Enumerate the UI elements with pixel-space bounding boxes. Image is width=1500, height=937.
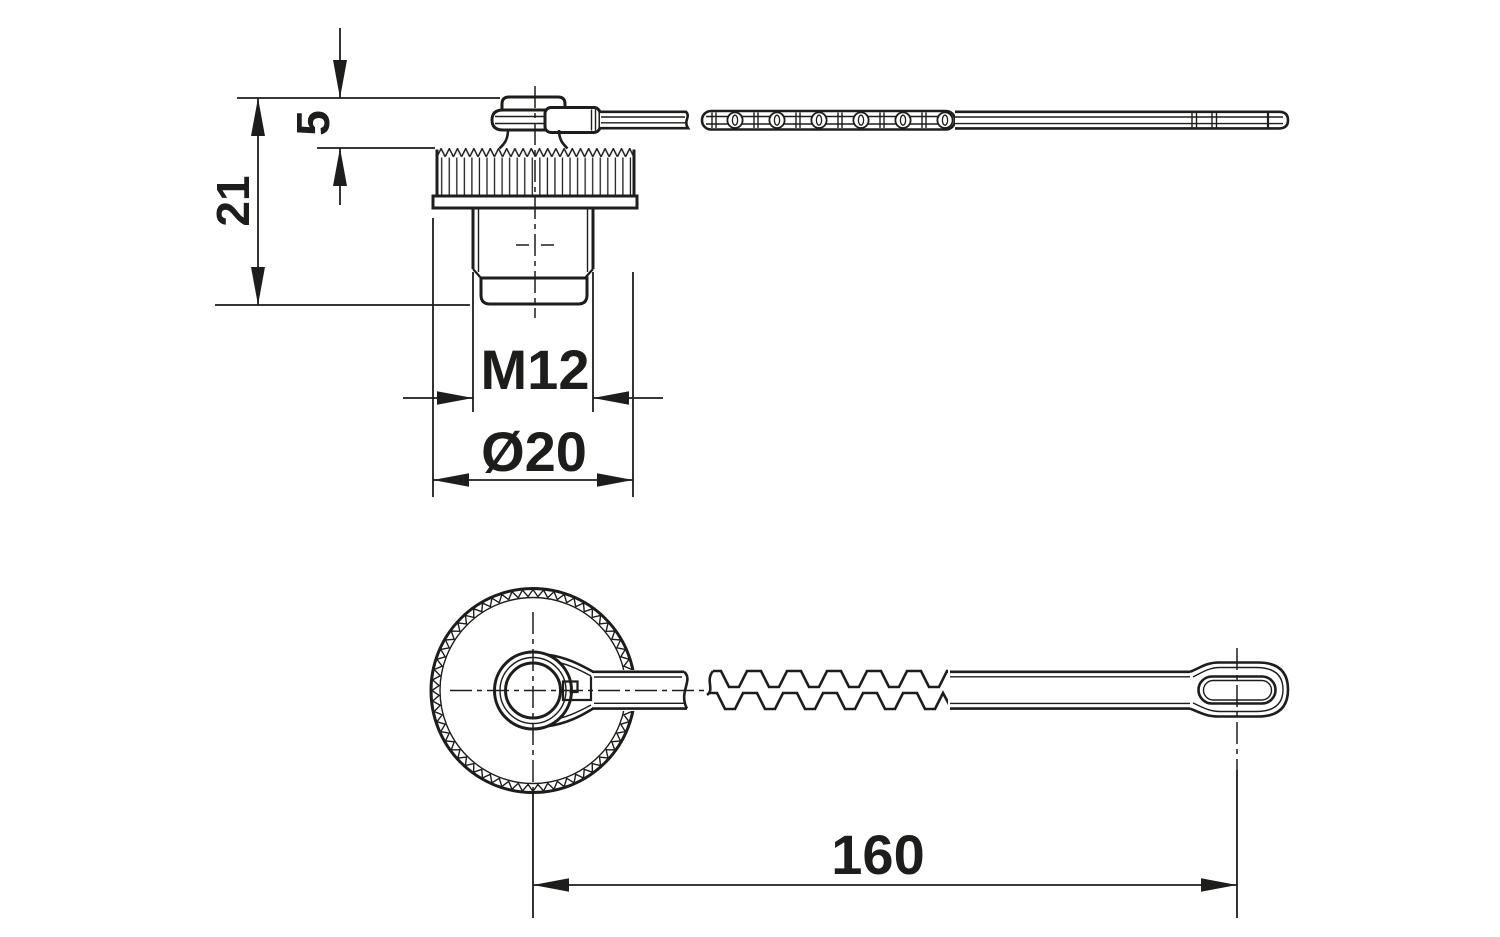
side-view-cap — [431, 86, 639, 318]
strap-straight-section — [955, 110, 1290, 130]
thread-tip — [479, 276, 589, 306]
top-view — [429, 587, 1290, 794]
dim-label-head-height: 5 — [287, 110, 339, 136]
strap-straight-top-view — [950, 670, 1195, 710]
dim-label-thread-size: M12 — [480, 338, 590, 401]
dimension-head-height — [333, 28, 347, 205]
dim-label-strap-length: 160 — [831, 823, 925, 886]
dim-label-total-height: 21 — [207, 175, 259, 227]
dimension-total-height — [251, 98, 265, 305]
strap-band-segment — [600, 110, 691, 130]
dimension-thread — [403, 272, 663, 412]
strap-ring-ticks — [711, 112, 927, 128]
strap-zigzag — [713, 669, 952, 689]
strap-side-view — [600, 109, 1290, 131]
knurl-head-sides — [435, 149, 636, 196]
strap-band-top — [592, 670, 689, 710]
cap-neck — [498, 129, 569, 150]
dimension-strap-length — [532, 770, 1238, 918]
thread-body — [471, 208, 595, 269]
dimension-outer-diameter — [432, 218, 634, 497]
dimension-linework — [215, 28, 1238, 918]
strap-collar — [490, 108, 552, 132]
latch-detail — [561, 676, 593, 702]
dim-label-outer-diameter: Ø20 — [481, 420, 587, 483]
strap-rings — [726, 111, 954, 129]
